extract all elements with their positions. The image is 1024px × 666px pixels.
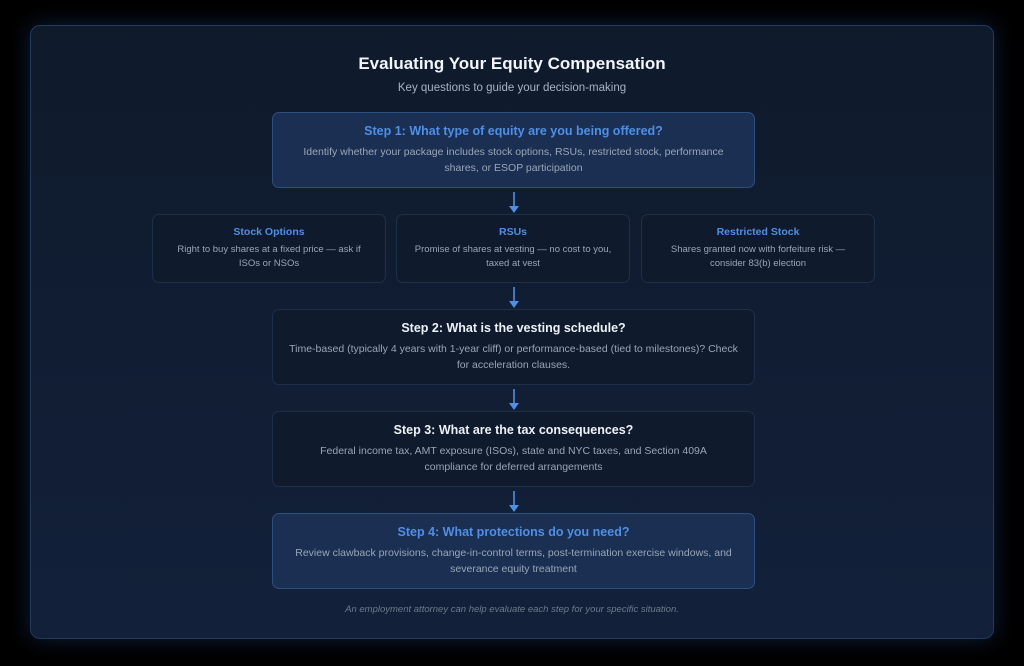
- equity-type-description: Promise of shares at vesting — no cost t…: [414, 244, 612, 269]
- equity-type-rsus: RSUs Promise of shares at vesting — no c…: [396, 214, 630, 283]
- equity-type-stock-options: Stock Options Right to buy shares at a f…: [152, 214, 386, 283]
- step-4-title: Step 4: What protections do you need?: [397, 525, 630, 539]
- equity-type-description: Right to buy shares at a fixed price — a…: [177, 244, 361, 269]
- step-4-description: Review clawback provisions, change-in-co…: [295, 547, 732, 575]
- equity-type-title: Restricted Stock: [716, 226, 800, 238]
- footer-note: An employment attorney can help evaluate…: [345, 604, 679, 615]
- arrow-down-icon: [509, 389, 519, 410]
- step-1-description: Identify whether your package includes s…: [303, 146, 724, 174]
- equity-type-restricted-stock: Restricted Stock Shares granted now with…: [641, 214, 875, 283]
- step-2-description: Time-based (typically 4 years with 1-yea…: [289, 343, 738, 371]
- equity-type-title: Stock Options: [233, 226, 305, 238]
- page-title: Evaluating Your Equity Compensation: [358, 54, 666, 73]
- equity-type-title: RSUs: [498, 226, 527, 238]
- step-2-box: Step 2: What is the vesting schedule? Ti…: [272, 309, 755, 385]
- step-3-box: Step 3: What are the tax consequences? F…: [272, 411, 755, 487]
- equity-type-description: Shares granted now with forfeiture risk …: [670, 244, 846, 269]
- arrow-down-icon: [509, 491, 519, 512]
- step-2-title: Step 2: What is the vesting schedule?: [401, 321, 626, 335]
- diagram-panel: Evaluating Your Equity Compensation Key …: [30, 25, 994, 639]
- step-4-box: Step 4: What protections do you need? Re…: [272, 513, 755, 589]
- page-subtitle: Key questions to guide your decision-mak…: [397, 82, 627, 94]
- arrow-down-icon: [509, 287, 519, 308]
- step-1-box: Step 1: What type of equity are you bein…: [272, 112, 755, 188]
- step-1-title: Step 1: What type of equity are you bein…: [364, 124, 663, 138]
- arrow-down-icon: [509, 192, 519, 213]
- step-3-title: Step 3: What are the tax consequences?: [393, 423, 634, 437]
- step-3-description: Federal income tax, AMT exposure (ISOs),…: [320, 445, 707, 473]
